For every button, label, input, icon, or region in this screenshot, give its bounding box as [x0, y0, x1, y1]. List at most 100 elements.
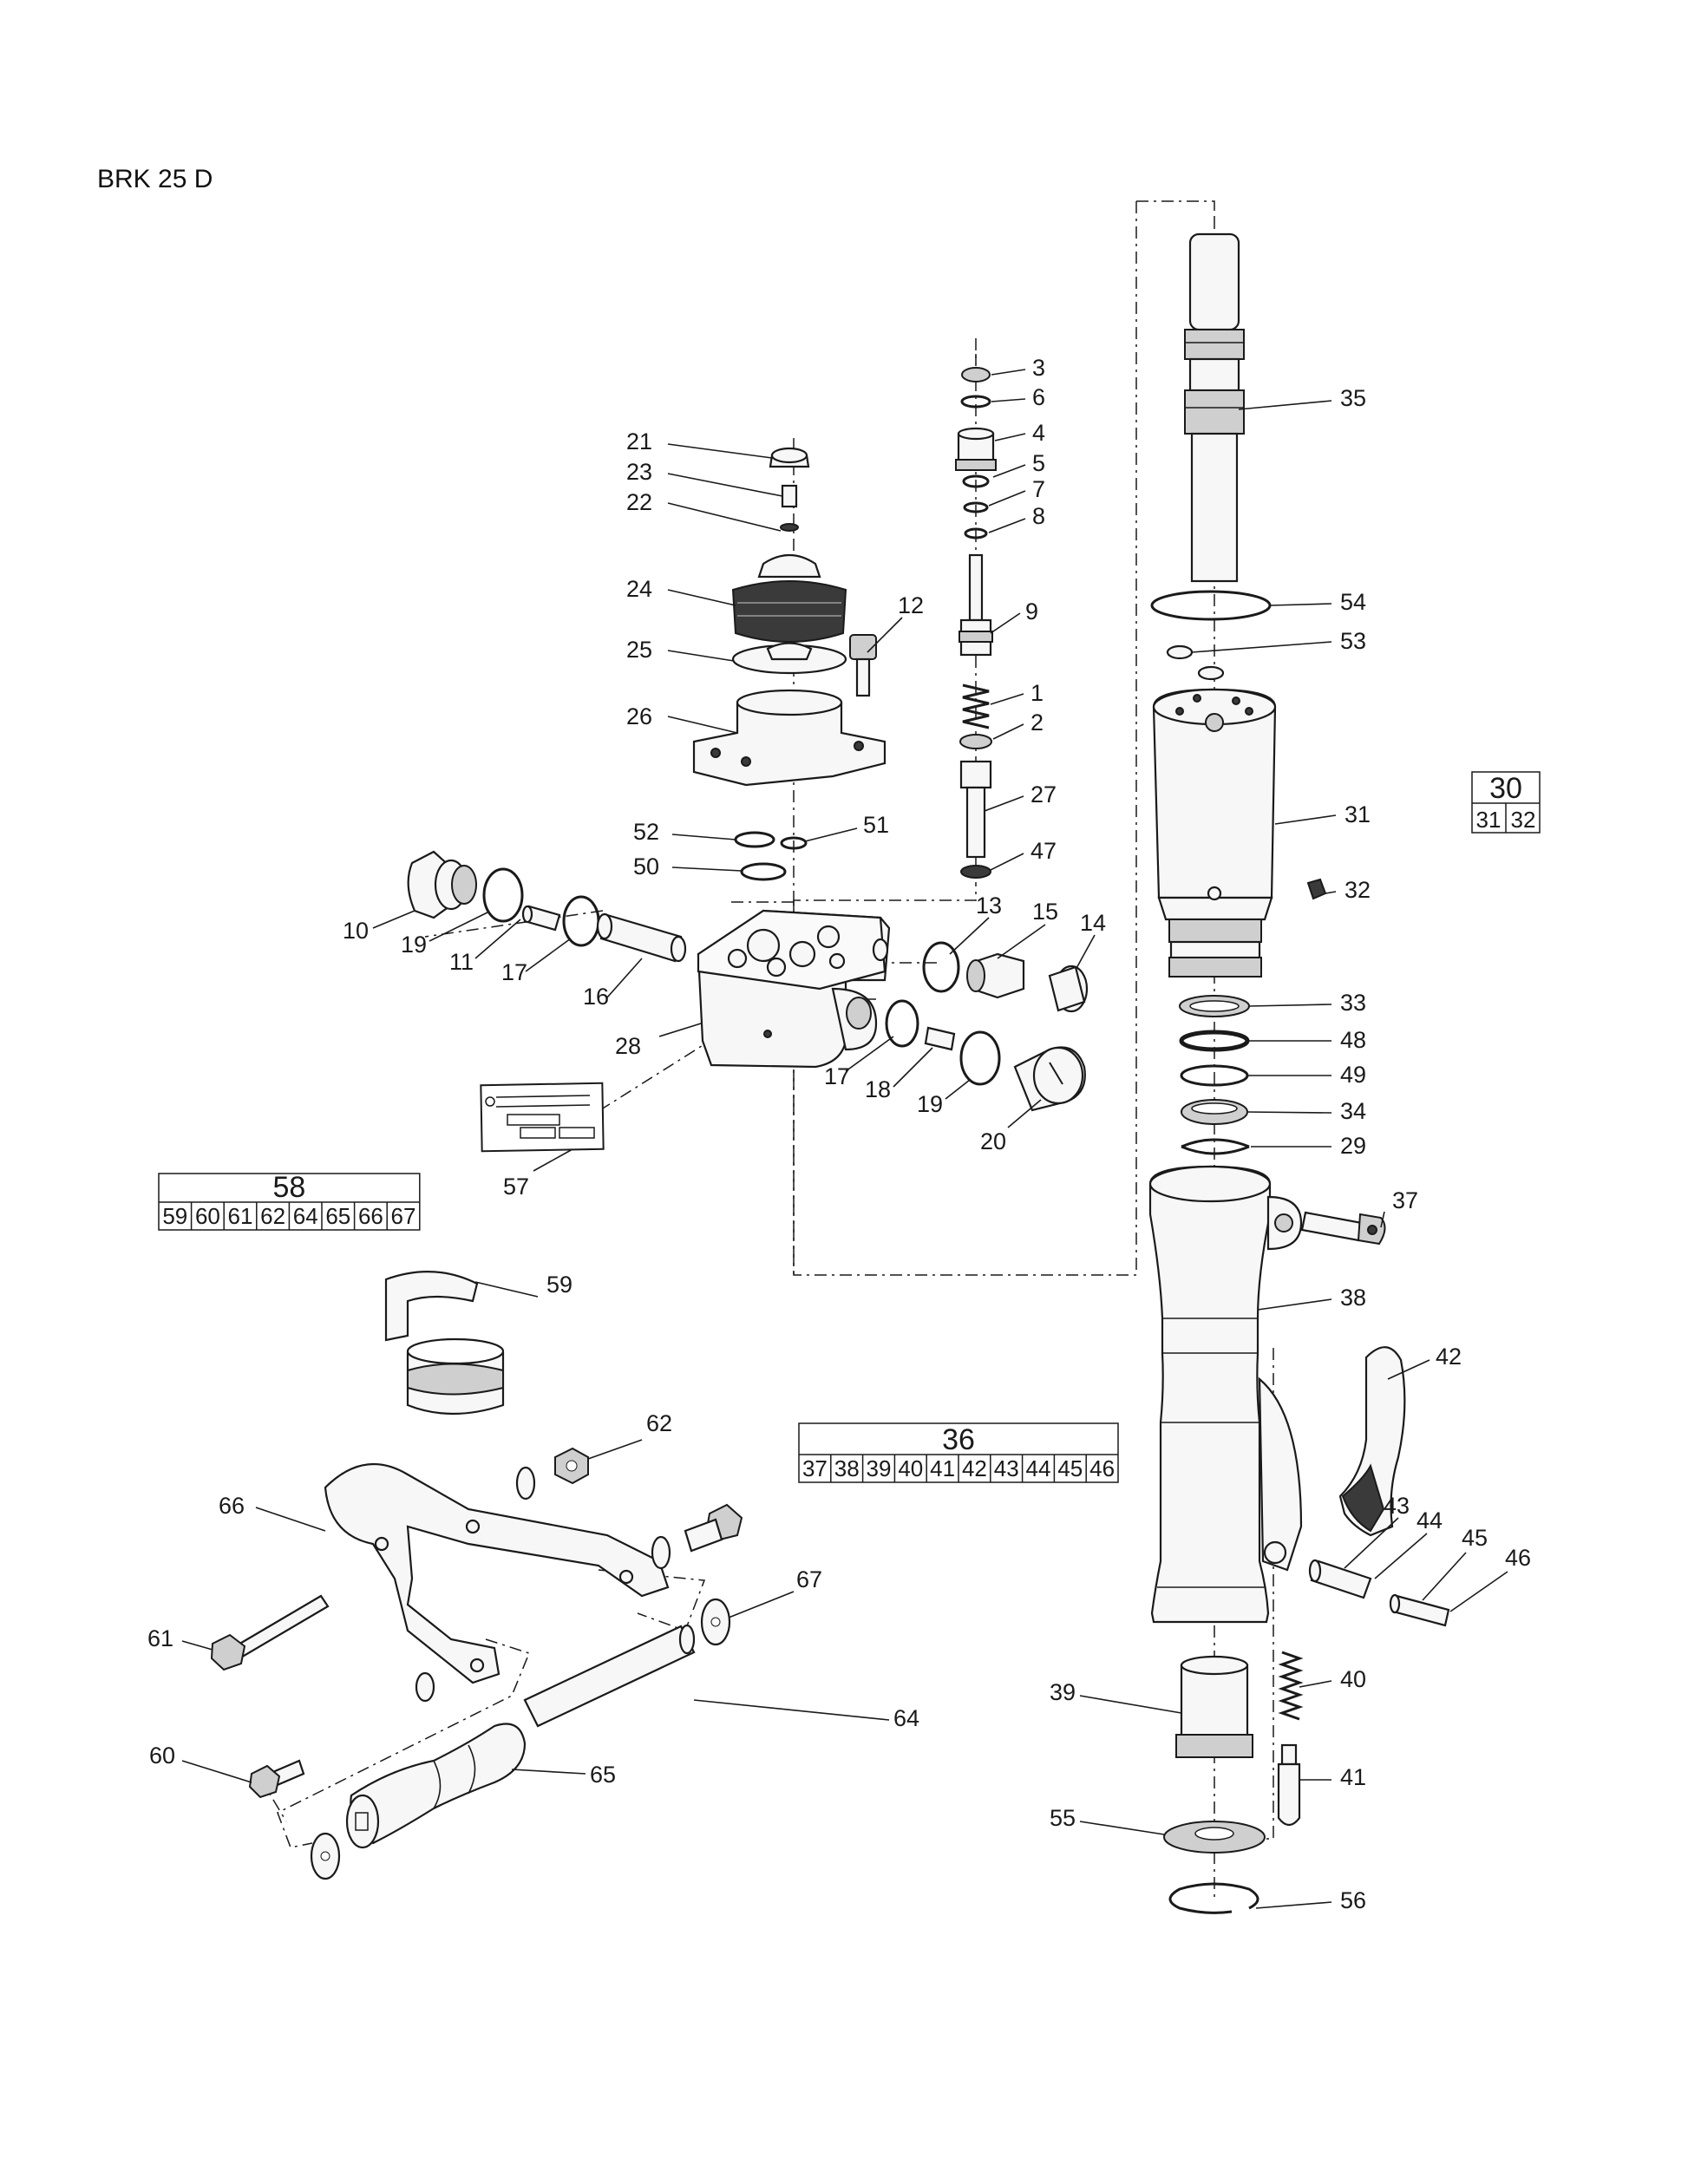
part-42-latch — [1338, 1346, 1406, 1537]
g36-item: 38 — [834, 1455, 860, 1481]
group-table-30: 30 31 32 — [1471, 771, 1541, 834]
callout-39: 39 — [1050, 1679, 1076, 1705]
callout-leader — [1449, 1571, 1508, 1612]
callout-32: 32 — [1345, 877, 1371, 903]
callout-leader — [181, 1760, 252, 1783]
callout-62: 62 — [646, 1410, 672, 1436]
callout-leader — [1255, 1901, 1332, 1909]
part-54-oring — [1150, 590, 1272, 621]
callout-leader — [474, 1281, 539, 1298]
g58-item: 60 — [195, 1203, 220, 1229]
callout-leader — [990, 853, 1024, 871]
part-56-retaining-ring — [1168, 1882, 1259, 1914]
callout-leader — [667, 589, 736, 606]
callout-leader — [1344, 1517, 1399, 1569]
callout-17: 17 — [501, 959, 527, 985]
callout-65: 65 — [590, 1762, 616, 1788]
callout-leader — [867, 617, 903, 653]
g58-item: 61 — [228, 1203, 253, 1229]
callout-1: 1 — [1030, 680, 1044, 706]
g58-item: 66 — [358, 1203, 383, 1229]
callout-leader — [1274, 814, 1337, 825]
g36-item: 43 — [994, 1455, 1019, 1481]
callout-3: 3 — [1032, 355, 1045, 381]
callout-leader — [474, 919, 521, 959]
callout-leader — [991, 369, 1026, 376]
callout-64: 64 — [893, 1705, 919, 1731]
left-valve-group-10-11-16-17-19 — [407, 850, 687, 963]
callout-57: 57 — [503, 1174, 529, 1200]
callout-22: 22 — [626, 489, 652, 515]
callout-leader — [945, 1079, 971, 1100]
callout-60: 60 — [149, 1743, 175, 1769]
knob-stack — [692, 447, 887, 787]
callout-leader — [255, 1507, 326, 1532]
part-65-grip — [345, 1723, 527, 1849]
callout-26: 26 — [626, 703, 652, 729]
part-66-handle-frame — [324, 1462, 670, 1684]
callout-7: 7 — [1032, 476, 1045, 502]
callout-leader — [992, 464, 1026, 478]
callout-38: 38 — [1340, 1285, 1366, 1311]
part-28-handle-body — [697, 909, 891, 1069]
callout-2: 2 — [1030, 709, 1044, 736]
callout-leader — [1257, 1298, 1332, 1311]
callout-40: 40 — [1340, 1666, 1366, 1692]
callout-11: 11 — [449, 949, 474, 975]
callout-leader — [606, 958, 643, 998]
callout-48: 48 — [1340, 1027, 1366, 1053]
callout-21: 21 — [626, 428, 652, 454]
callout-leader — [372, 910, 415, 929]
g58-item: 59 — [162, 1203, 187, 1229]
callout-leader — [990, 612, 1021, 634]
part-37-bolt — [1300, 1211, 1386, 1246]
callout-9: 9 — [1025, 598, 1038, 624]
callout-6: 6 — [1032, 384, 1045, 410]
callout-43: 43 — [1384, 1493, 1410, 1519]
callout-33: 33 — [1340, 990, 1366, 1016]
callout-leader — [1380, 1211, 1385, 1228]
callout-56: 56 — [1340, 1887, 1366, 1913]
part-39-bushing — [1175, 1655, 1253, 1758]
callout-12: 12 — [898, 592, 924, 618]
callout-leader — [1248, 1004, 1332, 1007]
callout-31: 31 — [1345, 801, 1371, 827]
callout-52: 52 — [633, 819, 659, 845]
part-32-plug — [1306, 878, 1327, 900]
callout-20: 20 — [980, 1128, 1006, 1154]
callout-leader — [587, 1439, 643, 1460]
part-62-nut-washers — [415, 1447, 671, 1703]
parts-50-51-52-orings — [734, 831, 808, 881]
callout-29: 29 — [1340, 1133, 1366, 1159]
callout-leader — [997, 924, 1046, 959]
group-30-item: 32 — [1511, 807, 1536, 833]
group-30-title: 30 — [1489, 772, 1522, 805]
callout-leader — [658, 1023, 702, 1037]
callout-leader — [667, 716, 738, 734]
part-40-spring — [1278, 1651, 1304, 1721]
callout-leader — [1238, 400, 1332, 410]
g36-item: 45 — [1057, 1455, 1083, 1481]
rings-33-48-49-34-29 — [1179, 995, 1250, 1155]
part-61-bolt — [210, 1594, 330, 1671]
callout-leader — [949, 917, 990, 955]
callout-19: 19 — [917, 1091, 943, 1117]
callout-leader — [667, 473, 783, 497]
washers-60-67 — [310, 1598, 731, 1880]
callout-leader — [994, 433, 1026, 441]
callout-leader — [671, 866, 743, 872]
part-57-nameplate — [480, 1082, 605, 1153]
callout-leader — [1325, 891, 1337, 894]
callout-leader — [988, 518, 1026, 533]
callout-67: 67 — [796, 1566, 822, 1592]
callout-61: 61 — [147, 1625, 173, 1651]
group-30-item: 31 — [1476, 807, 1502, 833]
g58-item: 64 — [293, 1203, 318, 1229]
g36-title: 36 — [942, 1423, 975, 1456]
callout-53: 53 — [1340, 628, 1366, 654]
part-38-front-head — [1148, 1165, 1303, 1624]
callout-44: 44 — [1416, 1507, 1443, 1533]
g36-item: 42 — [962, 1455, 987, 1481]
